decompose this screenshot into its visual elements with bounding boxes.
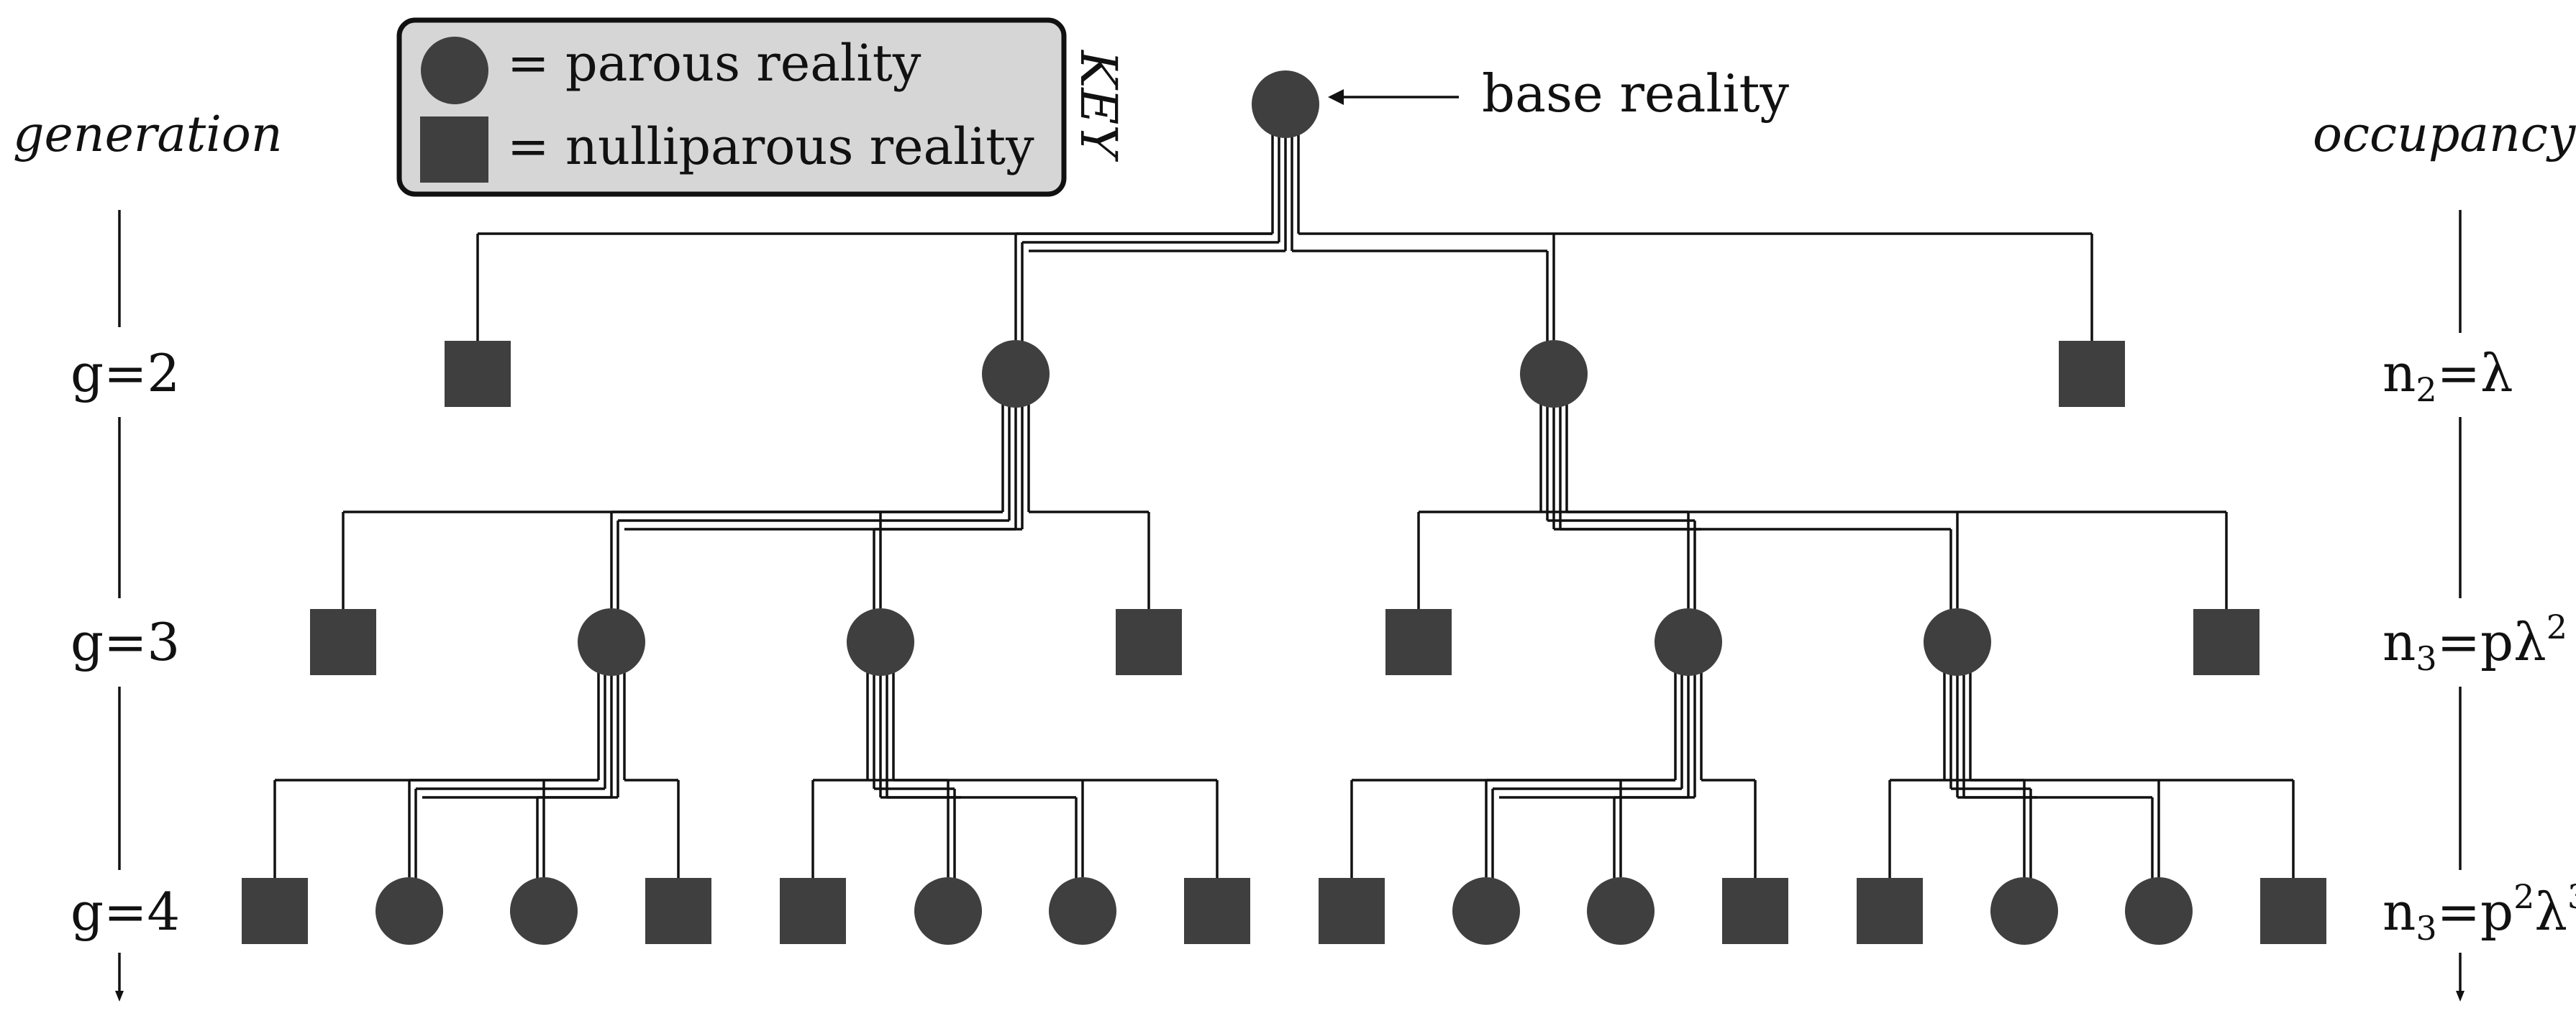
key-box [396,17,1067,197]
key-nulliparous-icon [420,116,488,183]
occupancy-title: occupancy [2313,106,2576,163]
parous-reality-node [578,608,645,676]
nulliparous-reality-node [780,878,846,944]
occupancy-column: occupancy n2=λ n3=pλ2 n3=p2λ3 [2313,106,2576,1002]
parous-reality-node [1049,877,1116,945]
parous-reality-node [1520,340,1588,408]
parous-reality-node [376,877,443,945]
nulliparous-reality-node [1184,878,1250,944]
nulliparous-reality-node [1116,609,1182,675]
generation-label-4: g=4 [70,882,180,942]
base-reality-label: base reality [1482,63,1789,124]
generation-label-2: g=2 [70,343,180,403]
occupancy-label-3: n3=pλ2 [2382,608,2567,678]
nulliparous-reality-node [2193,609,2259,675]
generation-down-arrow-icon [115,991,124,1002]
key-nulliparous-label: = nulliparous reality [507,117,1034,176]
generation-column: generation g=2 g=3 g=4 [13,106,283,1002]
nulliparous-reality-node [1319,878,1385,944]
nulliparous-reality-node [2059,341,2125,407]
nulliparous-reality-node [645,878,711,944]
parous-reality-node [1924,608,1991,676]
key-title: KEY [1069,49,1128,162]
generation-title: generation [13,106,283,163]
parous-reality-node [510,877,578,945]
base-reality-arrowhead-icon [1328,89,1344,105]
generation-label-3: g=3 [70,612,180,672]
parous-reality-node [982,340,1050,408]
parous-reality-node [1452,877,1520,945]
occupancy-label-4: n3=p2λ3 [2382,877,2576,948]
parous-reality-node [1990,877,2058,945]
parous-reality-node [1655,608,1722,676]
tree-nodes [242,70,2326,945]
nulliparous-reality-node [2260,878,2326,944]
key-legend: = parous reality = nulliparous reality K… [396,17,1128,197]
nulliparous-reality-node [1722,878,1788,944]
parous-reality-node [2125,877,2193,945]
base-reality-annotation: base reality [1328,63,1789,124]
nulliparous-reality-node [1385,609,1452,675]
branch-lines [273,134,2295,884]
key-parous-label: = parous reality [507,34,921,93]
parous-reality-node [1587,877,1655,945]
key-parous-icon [421,37,488,104]
occupancy-label-2: n2=λ [2382,343,2513,409]
nulliparous-reality-node [242,878,308,944]
nulliparous-reality-node [310,609,376,675]
parous-reality-node [914,877,982,945]
nulliparous-reality-node [1857,878,1923,944]
base-reality-node [1252,70,1319,138]
parous-reality-node [847,608,914,676]
occupancy-down-arrow-icon [2456,991,2465,1002]
nulliparous-reality-node [445,341,511,407]
